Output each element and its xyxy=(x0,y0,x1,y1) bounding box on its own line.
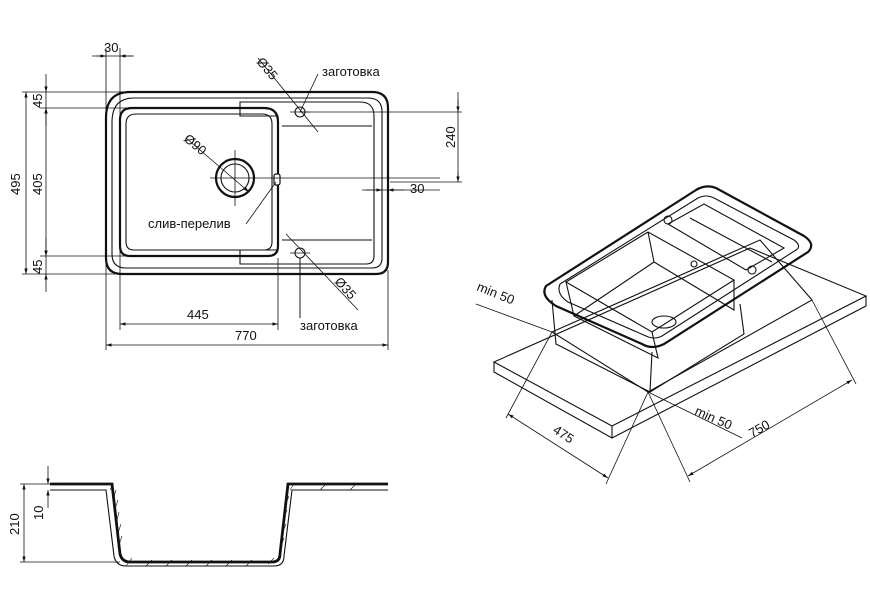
dim-cutout-depth: 475 xyxy=(550,422,576,446)
dim-top-margin: 45 xyxy=(30,94,45,108)
section-view: 210 10 xyxy=(7,466,388,567)
dim-line-cutout-width xyxy=(687,379,853,477)
ext-line-cutout-width-b xyxy=(647,391,691,483)
sink-iso-side xyxy=(551,299,745,393)
section-profile-inner xyxy=(50,489,388,567)
sink-iso-drainboard xyxy=(666,203,786,271)
dim-flange-width: 30 xyxy=(104,40,118,55)
isometric-view: min 50 min 50 475 750 xyxy=(475,185,868,485)
dim-tap-hole-bottom: Ø35 xyxy=(332,274,360,302)
countertop-front-edge xyxy=(493,296,867,439)
leader-blank-top xyxy=(299,73,319,113)
section-hatch xyxy=(109,483,357,567)
ext-line-cutout-depth-b xyxy=(605,391,649,485)
top-view: 30 495 45 405 45 445 770 240 30 Ø90 xyxy=(8,40,462,350)
label-blank-bottom: заготовка xyxy=(300,318,359,333)
dim-bowl-width: 445 xyxy=(187,307,209,322)
sink-iso-rim-outer xyxy=(543,185,813,349)
dim-depth: 210 xyxy=(7,513,22,535)
dim-cutout-width: 750 xyxy=(746,417,772,441)
dim-tap-hole-top: Ø35 xyxy=(254,54,281,82)
sink-iso-drainboard-rib xyxy=(689,217,773,263)
section-profile-outer xyxy=(50,482,388,564)
bowl-outline xyxy=(118,106,280,258)
countertop-cutout xyxy=(550,239,813,393)
dim-rim: 10 xyxy=(31,506,46,520)
dim-bowl-height: 405 xyxy=(30,173,45,195)
dim-overall-width: 770 xyxy=(235,328,257,343)
leader-tap-top xyxy=(257,57,319,133)
dim-drainboard-height: 240 xyxy=(443,126,458,148)
dim-bottom-margin: 45 xyxy=(30,260,45,274)
sink-iso-tap-hole-2 xyxy=(747,265,757,275)
sink-outer-outline xyxy=(104,90,390,276)
ext-line-cutout-width xyxy=(811,299,857,385)
dim-overall-height: 495 xyxy=(8,173,23,195)
dim-line-cutout-depth xyxy=(507,413,609,479)
sink-iso-bowl xyxy=(564,231,736,333)
sink-iso-tap-hole-1 xyxy=(663,215,673,225)
ext-line-cutout-depth-a xyxy=(505,331,553,419)
label-blank-top: заготовка xyxy=(322,64,381,79)
leader-overflow xyxy=(245,181,277,225)
dim-left-clearance: min 50 xyxy=(475,279,517,308)
drainboard-outline xyxy=(239,101,375,265)
sink-iso-rim-inner xyxy=(558,195,800,339)
leader-drain xyxy=(185,137,250,193)
sink-outer-inner-edge xyxy=(111,97,383,269)
countertop-top xyxy=(492,247,868,427)
sink-iso-bowl-wall xyxy=(565,231,735,360)
sink-iso-drain xyxy=(651,315,677,329)
label-overflow: слив-перелив xyxy=(148,216,231,231)
dim-overflow-offset: 30 xyxy=(410,181,424,196)
leader-left-clearance xyxy=(475,303,553,333)
dim-right-clearance: min 50 xyxy=(693,403,735,433)
sink-iso-overflow xyxy=(690,260,698,268)
leader-tap-bottom xyxy=(285,233,359,311)
